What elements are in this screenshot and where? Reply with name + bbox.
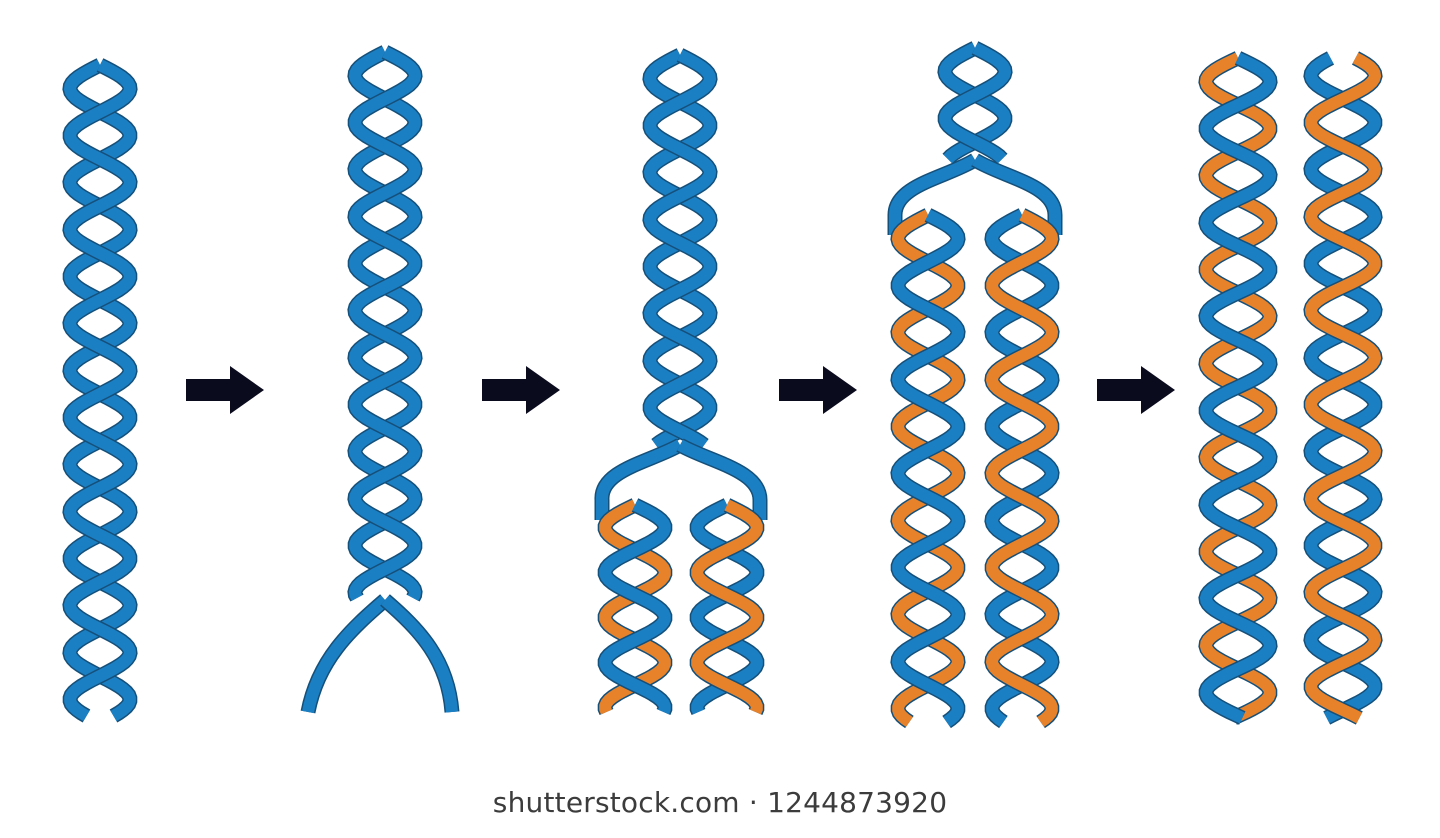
fork-arm [889, 154, 979, 235]
stage-5-two-daughter-helices [1198, 51, 1383, 725]
fork-arm [381, 595, 458, 713]
parent-strand [643, 49, 717, 450]
parent-helix-upper [642, 48, 718, 452]
stage-3-replication-fork [594, 48, 768, 715]
stage-1-double-helix [62, 58, 138, 723]
daughter-helix-right [984, 208, 1060, 729]
new-strand [599, 499, 671, 715]
stage-4-extended-replication [887, 41, 1063, 729]
daughter-helix-right [689, 498, 765, 715]
parent-strand [939, 42, 1012, 164]
daughter-helix-left [597, 498, 673, 715]
fork-arm [596, 439, 683, 520]
right-arrow-icon [1097, 366, 1175, 414]
right-arrow-icon [779, 366, 857, 414]
fork-arm [971, 154, 1061, 235]
new-strand [985, 209, 1059, 727]
parent-strand [599, 499, 671, 715]
arrow-shape [779, 366, 857, 414]
parent-strand [1199, 52, 1277, 724]
fork-arm [302, 595, 389, 714]
parent-strand [348, 46, 422, 601]
arrow-shape [482, 366, 560, 414]
fork-arm [677, 439, 766, 520]
parent-strand [891, 209, 965, 727]
right-arrow-icon [482, 366, 560, 414]
arrow-shape [1097, 366, 1175, 414]
parent-strand [691, 499, 763, 715]
new-strand [691, 499, 763, 715]
daughter-helix-left [1198, 51, 1278, 725]
stage-2-unwinding-begins [300, 45, 460, 714]
parent-strand [1304, 52, 1382, 724]
daughter-helix-right [1303, 51, 1383, 725]
daughter-helix-left [890, 208, 966, 729]
right-arrow-icon [186, 366, 264, 414]
watermark-caption: shutterstock.com · 1244873920 [492, 786, 948, 819]
parent-double-helix [62, 58, 138, 723]
parent-helix-upper [347, 45, 423, 602]
arrow-shape [186, 366, 264, 414]
new-strand [1304, 52, 1382, 724]
parent-strand [63, 59, 137, 722]
parent-helix-upper [937, 41, 1013, 165]
